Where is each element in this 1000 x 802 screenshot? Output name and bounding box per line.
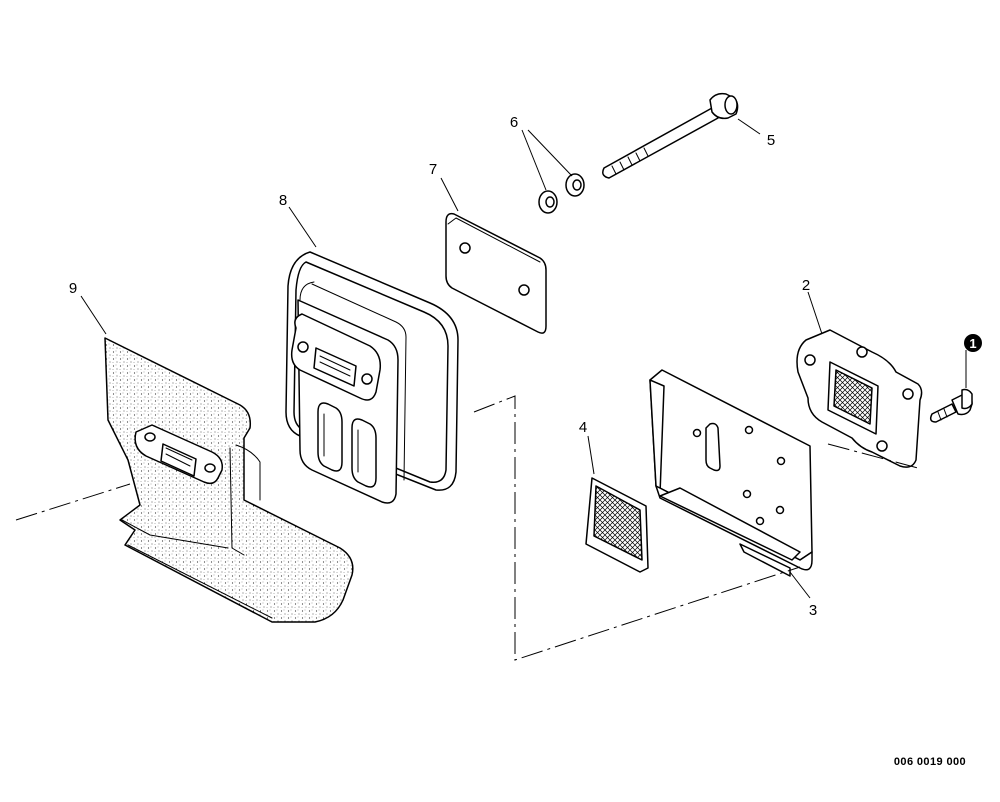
part-5-screw [602,92,739,179]
callout-8: 8 [279,192,287,209]
part-1-screw [929,388,973,423]
callout-1-badge: 1 [964,334,982,352]
part-4-screen [585,477,649,573]
callout-2: 2 [802,277,810,294]
callout-4: 4 [579,419,587,436]
part-7-plate [445,212,547,334]
callout-3: 3 [809,602,817,619]
callout-1: 1 [969,336,976,351]
drawing-number: 006 0019 000 [894,756,966,768]
callout-6: 6 [510,114,518,131]
leader-lines [80,118,967,599]
part-9-heat-shield [104,337,354,623]
assembly-lines [15,395,919,661]
part-3-bracket [649,369,813,577]
callout-7: 7 [429,161,437,178]
callout-5: 5 [767,132,775,149]
part-8-muffler-body [285,251,459,504]
part-6-washers [538,173,585,214]
callout-9: 9 [69,280,77,297]
part-2-flange-gasket [796,329,923,468]
callouts: 9 8 7 6 5 2 4 3 1 [69,114,982,619]
